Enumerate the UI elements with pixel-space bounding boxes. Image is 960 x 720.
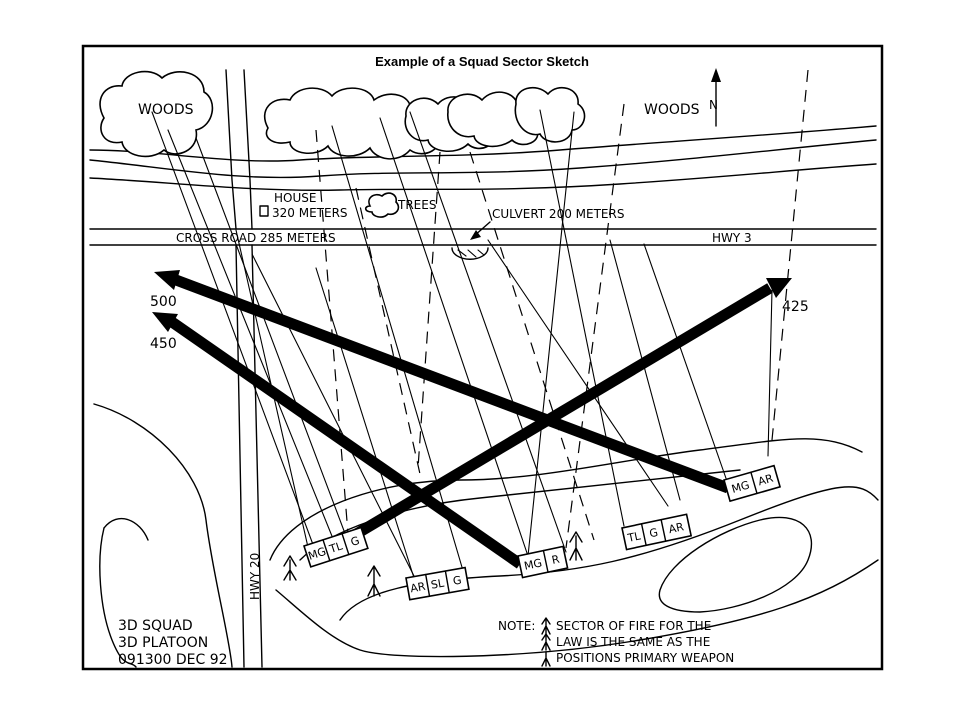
position-cell: G [452, 574, 463, 588]
north-arrow-icon: N [709, 68, 721, 127]
position-right: MG AR [723, 464, 782, 503]
hwy-20-label: HWY 20 [248, 553, 262, 600]
terrain-contours [89, 125, 877, 191]
north-label: N [709, 98, 718, 112]
hwy-20: HWY 20 [225, 69, 263, 668]
sketch-title: Example of a Squad Sector Sketch [375, 54, 589, 69]
note-block: NOTE: SECTOR OF FIRE FOR THE LAW IS THE … [498, 617, 734, 667]
note-line1: SECTOR OF FIRE FOR THE [556, 619, 711, 633]
house-label-line1: HOUSE [274, 191, 316, 205]
house-label-line2: 320 METERS [272, 206, 348, 220]
note-label: NOTE: [498, 619, 535, 633]
law-arrow-icon [541, 633, 551, 651]
squad-info-line1: 3D SQUAD [118, 618, 193, 634]
range-500-label: 500 [150, 294, 177, 310]
range-450-label: 450 [150, 336, 177, 352]
position-center: MG R [517, 545, 569, 579]
law-arrow-icon [541, 617, 551, 635]
position-cell: TL [626, 529, 643, 545]
position-cell: MG [306, 545, 327, 563]
squad-info: 3D SQUAD 3D PLATOON 091300 DEC 92 [118, 618, 228, 668]
law-arrow-icon [541, 651, 551, 667]
squad-info-line2: 3D PLATOON [118, 635, 208, 651]
trees-landmark: TREES [364, 192, 436, 218]
position-center-right: TL G AR [621, 513, 693, 551]
note-line2: LAW IS THE SAME AS THE [556, 635, 710, 649]
note-line3: POSITIONS PRIMARY WEAPON [556, 651, 734, 665]
trees-label: TREES [397, 198, 436, 212]
lower-terrain [93, 403, 879, 668]
woods-left-label: WOODS [138, 102, 194, 118]
hwy-3-label: HWY 3 [712, 231, 752, 245]
culvert-label: CULVERT 200 METERS [492, 207, 624, 221]
law-arrow-icon [283, 531, 583, 597]
position-cell: AR [667, 520, 685, 536]
sketch-frame [81, 44, 884, 671]
range-425-label: 425 [782, 299, 809, 315]
position-cell: SL [430, 576, 446, 591]
sector-dashed-lines [315, 69, 809, 549]
position-center-left: AR SL G [405, 566, 470, 601]
position-cell: AR [409, 580, 427, 595]
position-cell: R [551, 553, 562, 567]
position-cell: G [349, 534, 361, 549]
position-cell: MG [730, 478, 751, 495]
final-protective-lines [152, 270, 792, 569]
house-landmark: HOUSE 320 METERS [259, 191, 348, 220]
woods-right-label: WOODS [644, 102, 700, 118]
position-cell: MG [523, 556, 543, 572]
position-left: MG TL G [302, 526, 369, 568]
woods-center [263, 86, 586, 160]
position-cell: G [648, 526, 659, 540]
culvert-landmark: CULVERT 200 METERS [451, 207, 624, 260]
hwy-3: HWY 3 CROSS ROAD 285 METERS [89, 228, 877, 246]
woods-left: WOODS [99, 70, 214, 158]
position-cell: TL [327, 539, 345, 556]
squad-info-line3: 091300 DEC 92 [118, 652, 228, 668]
position-cell: AR [757, 472, 776, 489]
crossroad-label: CROSS ROAD 285 METERS [176, 231, 336, 245]
